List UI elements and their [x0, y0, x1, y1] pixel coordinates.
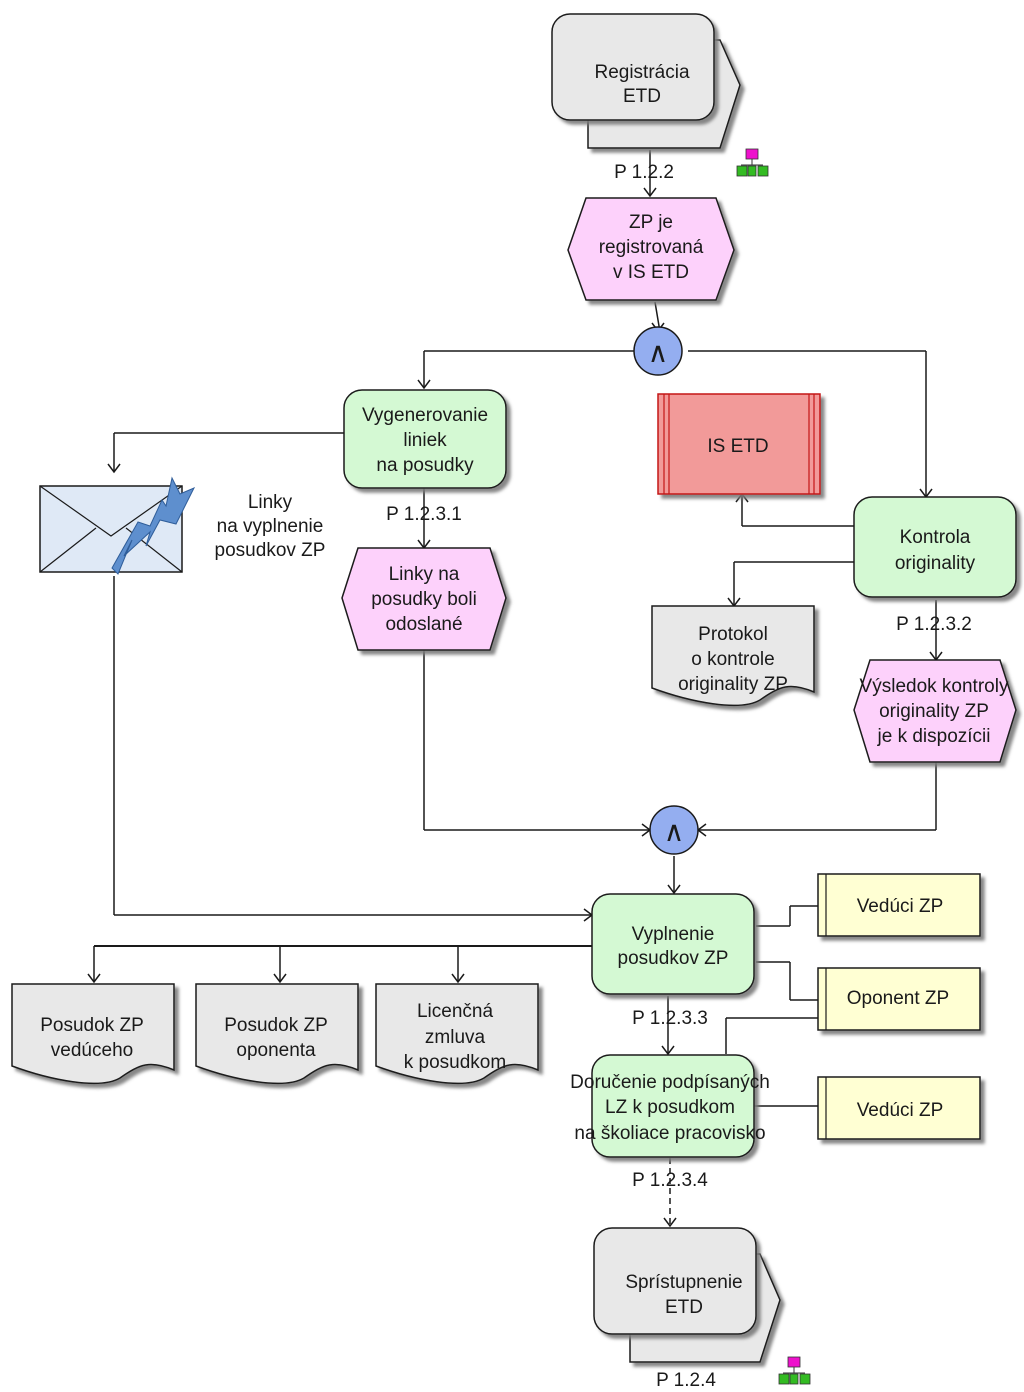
document-review-supervisor-line-1: Posudok ZP — [40, 1015, 144, 1036]
connector-lines — [87, 150, 943, 1228]
function-fill-reviews: Vyplnenie posudkov ZP — [591, 893, 755, 995]
event-registered-line-2: registrovaná — [599, 237, 704, 258]
role-supervisor-1: Vedúci ZP — [817, 873, 981, 937]
function-fill-reviews-line-2: posudkov ZP — [618, 948, 729, 969]
role-supervisor-2-label: Vedúci ZP — [857, 1100, 944, 1121]
and-connector-top: ∧ — [633, 326, 683, 376]
role-opponent-label: Oponent ZP — [847, 988, 949, 1009]
function-generate-links-line-3: na posudky — [376, 455, 474, 476]
event-result-line-1: Výsledok kontroly — [860, 676, 1009, 697]
process-interface-access: Sprístupnenie ETD — [593, 1227, 781, 1363]
function-originality-check-code: P 1.2.3.2 — [896, 614, 972, 635]
event-result-available: Výsledok kontroly originality ZP je k di… — [853, 659, 1017, 763]
event-registered-line-3: v IS ETD — [613, 262, 689, 283]
document-protocol-line-2: o kontrole — [691, 649, 774, 670]
document-review-opponent-line-1: Posudok ZP — [224, 1015, 328, 1036]
process-registration-code: P 1.2.2 — [614, 162, 674, 183]
document-protocol-line-3: originality ZP — [678, 674, 788, 695]
document-protocol-line-1: Protokol — [698, 624, 768, 645]
function-deliver-agreements: Doručenie podpísaných LZ k posudkom na š… — [570, 1054, 770, 1158]
function-fill-reviews-line-1: Vyplnenie — [632, 924, 715, 945]
process-access-code: P 1.2.4 — [656, 1370, 716, 1391]
process-interface-registration: Registrácia ETD — [551, 13, 741, 149]
hierarchy-icon — [736, 148, 769, 177]
document-review-opponent-line-2: oponenta — [236, 1040, 316, 1061]
document-protocol: Protokol o kontrole originality ZP — [651, 605, 815, 707]
function-fill-reviews-code: P 1.2.3.3 — [632, 1008, 708, 1029]
function-originality-check: Kontrola originality — [853, 496, 1017, 598]
document-review-opponent: Posudok ZP oponenta — [195, 983, 359, 1085]
event-links-sent-line-2: posudky boli — [371, 589, 477, 610]
event-result-line-3: je k dispozícii — [877, 726, 991, 747]
function-deliver-line-3: na školiace pracovisko — [574, 1123, 765, 1144]
message-line-2: na vyplnenie — [217, 516, 324, 537]
message-line-1: Linky — [248, 492, 293, 513]
function-deliver-line-1: Doručenie podpísaných — [570, 1072, 770, 1093]
process-access-line-1: Sprístupnenie — [625, 1272, 742, 1293]
document-review-supervisor: Posudok ZP vedúceho — [11, 983, 175, 1085]
document-license-line-2: zmluva — [425, 1027, 486, 1048]
function-deliver-code: P 1.2.3.4 — [632, 1170, 708, 1191]
system-is-etd-label: IS ETD — [707, 436, 768, 457]
event-links-sent-line-1: Linky na — [389, 564, 460, 585]
function-generate-links-line-1: Vygenerovanie — [362, 405, 488, 426]
function-generate-links-code: P 1.2.3.1 — [386, 504, 462, 525]
function-originality-check-line-2: originality — [895, 553, 976, 574]
function-deliver-line-2: LZ k posudkom — [605, 1097, 735, 1118]
event-links-sent-line-3: odoslané — [385, 614, 462, 635]
message-label: Linky na vyplnenie posudkov ZP — [215, 492, 326, 561]
role-supervisor-2: Vedúci ZP — [817, 1076, 981, 1140]
process-registration-line-2: ETD — [623, 86, 661, 107]
document-license-line-1: Licenčná — [417, 1001, 493, 1022]
event-registered-line-1: ZP je — [629, 212, 673, 233]
role-supervisor-1-label: Vedúci ZP — [857, 896, 944, 917]
and-connector-bottom: ∧ — [649, 805, 699, 855]
process-access-line-2: ETD — [665, 1297, 703, 1318]
hierarchy-icon — [778, 1356, 811, 1385]
message-line-3: posudkov ZP — [215, 540, 326, 561]
document-license-line-3: k posudkom — [404, 1052, 506, 1073]
function-originality-check-line-1: Kontrola — [900, 527, 971, 548]
envelope-lightning-icon — [39, 476, 196, 575]
function-generate-links: Vygenerovanie liniek na posudky — [343, 389, 507, 489]
event-links-sent: Linky na posudky boli odoslané — [341, 547, 507, 651]
function-generate-links-line-2: liniek — [403, 430, 447, 451]
event-registered: ZP je registrovaná v IS ETD — [567, 197, 735, 301]
role-opponent: Oponent ZP — [817, 967, 981, 1031]
document-license-agreement: Licenčná zmluva k posudkom — [375, 983, 539, 1085]
process-registration-line-1: Registrácia — [594, 62, 689, 83]
system-is-etd: IS ETD — [657, 393, 821, 495]
event-result-line-2: originality ZP — [879, 701, 989, 722]
document-review-supervisor-line-2: vedúceho — [51, 1040, 133, 1061]
and-symbol-top: ∧ — [648, 337, 669, 368]
and-symbol-bottom: ∧ — [664, 816, 685, 847]
